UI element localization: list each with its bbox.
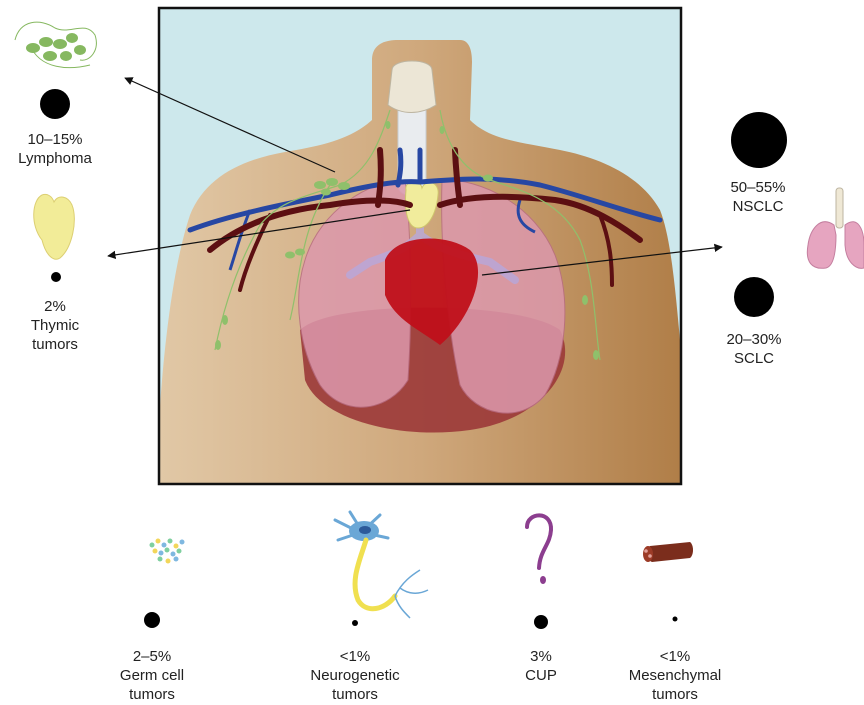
proportion-dot-mesenchymal xyxy=(673,617,678,622)
thymus-icon xyxy=(34,194,75,259)
neurogenetic-name-line1: Neurogenetic xyxy=(288,666,422,685)
germ-cell-name-line1: Germ cell xyxy=(102,666,202,685)
label-germ-cell: 2–5% Germ cell tumors xyxy=(102,647,202,704)
thymic-percent: 2% xyxy=(10,297,100,316)
cup-name: CUP xyxy=(500,666,582,685)
neurogenetic-name-line2: tumors xyxy=(288,685,422,704)
mesenchymal-cell-icon xyxy=(643,542,693,562)
proportion-dot-cup xyxy=(534,615,548,629)
label-thymic: 2% Thymic tumors xyxy=(10,297,100,354)
mesenchymal-name-line1: Mesenchymal xyxy=(610,666,740,685)
proportion-dot-lymphoma xyxy=(40,89,70,119)
sclc-percent: 20–30% xyxy=(706,330,802,349)
mesenchymal-percent: <1% xyxy=(610,647,740,666)
cup-percent: 3% xyxy=(500,647,582,666)
label-cup: 3% CUP xyxy=(500,647,582,685)
anatomy-panel xyxy=(159,8,681,484)
label-mesenchymal: <1% Mesenchymal tumors xyxy=(610,647,740,704)
lymphoma-name: Lymphoma xyxy=(0,149,110,168)
proportion-dot-nsclc xyxy=(731,112,787,168)
neurogenetic-percent: <1% xyxy=(288,647,422,666)
proportion-dot-germ-cell xyxy=(144,612,160,628)
neuron-icon xyxy=(335,512,428,618)
lymph-node-cluster-icon xyxy=(15,22,96,67)
thymic-name-line1: Thymic xyxy=(10,316,100,335)
proportion-dot-sclc xyxy=(734,277,774,317)
larynx xyxy=(388,61,436,113)
nsclc-percent: 50–55% xyxy=(710,178,806,197)
mesenchymal-name-line2: tumors xyxy=(610,685,740,704)
germ-cell-percent: 2–5% xyxy=(102,647,202,666)
thymic-name-line2: tumors xyxy=(10,335,100,354)
label-sclc: 20–30% SCLC xyxy=(706,330,802,368)
lymphoma-percent: 10–15% xyxy=(0,130,110,149)
label-lymphoma: 10–15% Lymphoma xyxy=(0,130,110,168)
germ-cell-name-line2: tumors xyxy=(102,685,202,704)
question-mark-icon xyxy=(527,515,551,584)
sclc-name: SCLC xyxy=(706,349,802,368)
nsclc-name: NSCLC xyxy=(710,197,806,216)
germ-cells-icon xyxy=(150,539,185,564)
lungs-icon xyxy=(807,188,864,268)
label-nsclc: 50–55% NSCLC xyxy=(710,178,806,216)
label-neurogenetic: <1% Neurogenetic tumors xyxy=(288,647,422,704)
proportion-dot-thymic xyxy=(51,272,61,282)
proportion-dot-neurogenetic xyxy=(352,620,358,626)
